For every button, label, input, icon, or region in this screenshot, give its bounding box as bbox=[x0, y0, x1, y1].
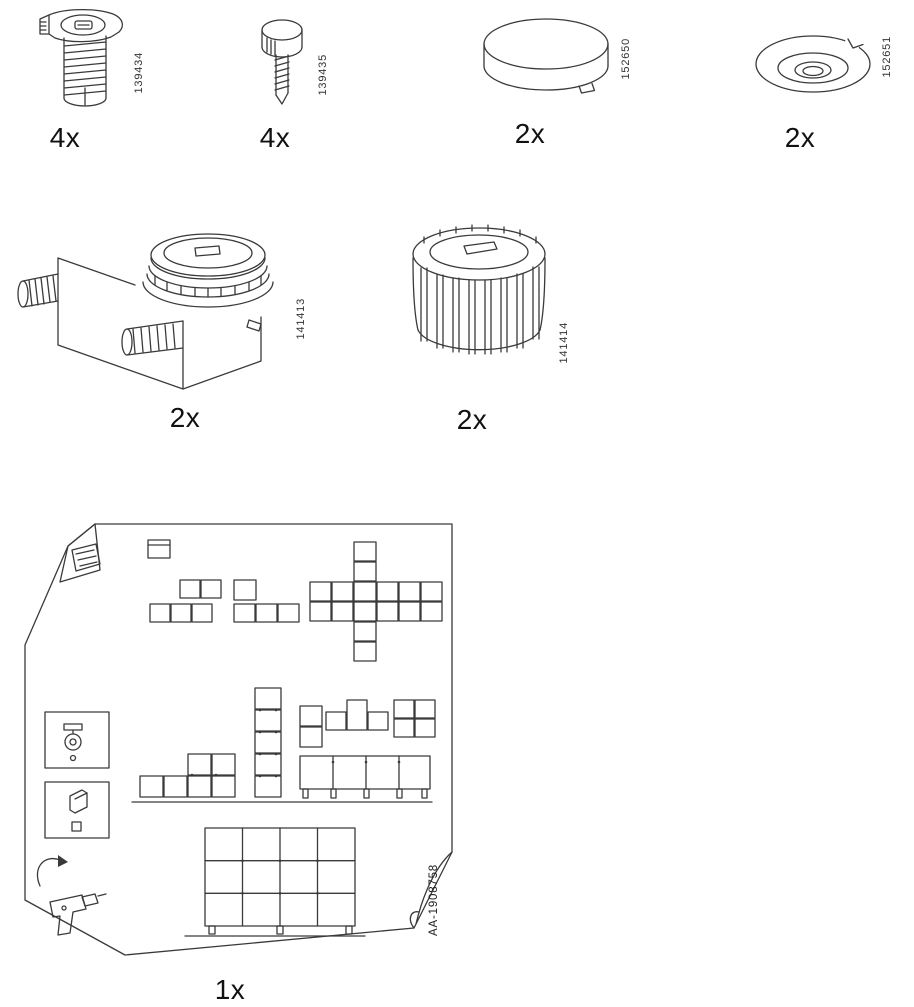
ribbed-knob-illustration bbox=[412, 224, 546, 355]
manual-qty-label: 1x bbox=[214, 974, 246, 1005]
round-washer-illustration bbox=[755, 35, 871, 93]
part-qty-label: 4x bbox=[259, 122, 291, 153]
bracket-knob-illustration bbox=[17, 233, 274, 390]
part-number-label: 152651 bbox=[881, 36, 893, 78]
part-qty-label: 2x bbox=[784, 122, 816, 153]
part-number-label: 139434 bbox=[133, 52, 145, 94]
manual-top-configurations bbox=[147, 539, 443, 662]
part-bracket-with-knob: 141413 2x bbox=[15, 222, 325, 457]
round-cap-illustration bbox=[483, 18, 609, 94]
connector-dots-bottom bbox=[241, 859, 319, 895]
part-qty-label: 4x bbox=[49, 122, 81, 153]
part-qty-label: 2x bbox=[456, 404, 488, 435]
caster-icon bbox=[44, 711, 110, 769]
assembly-manual-illustration bbox=[24, 523, 453, 956]
cam-lock-illustration bbox=[39, 8, 124, 107]
manual-bottom-configuration bbox=[184, 827, 366, 937]
bracket-icon bbox=[44, 781, 110, 839]
part-number-label: 152650 bbox=[620, 38, 632, 80]
connector-dots bbox=[190, 708, 401, 778]
part-round-washer: 152651 2x bbox=[745, 24, 910, 164]
part-qty-label: 2x bbox=[514, 118, 546, 149]
part-cam-lock-fitting: 139434 4x bbox=[30, 6, 170, 171]
part-number-label: 141414 bbox=[558, 322, 570, 364]
part-ribbed-knob: 141414 2x bbox=[400, 218, 585, 453]
document-code: AA-1908758 bbox=[428, 864, 440, 936]
part-qty-label: 2x bbox=[169, 402, 201, 433]
part-number-label: 139435 bbox=[317, 54, 329, 96]
screw-fitting-illustration bbox=[261, 19, 303, 105]
part-number-label: 141413 bbox=[295, 298, 307, 340]
assembly-manual: AA-1908758 1x bbox=[20, 516, 475, 1007]
manual-middle-configurations bbox=[131, 687, 436, 803]
drill-icon bbox=[36, 855, 107, 936]
part-round-cap: 152650 2x bbox=[470, 12, 645, 162]
part-screw-fitting: 139435 4x bbox=[235, 10, 365, 170]
